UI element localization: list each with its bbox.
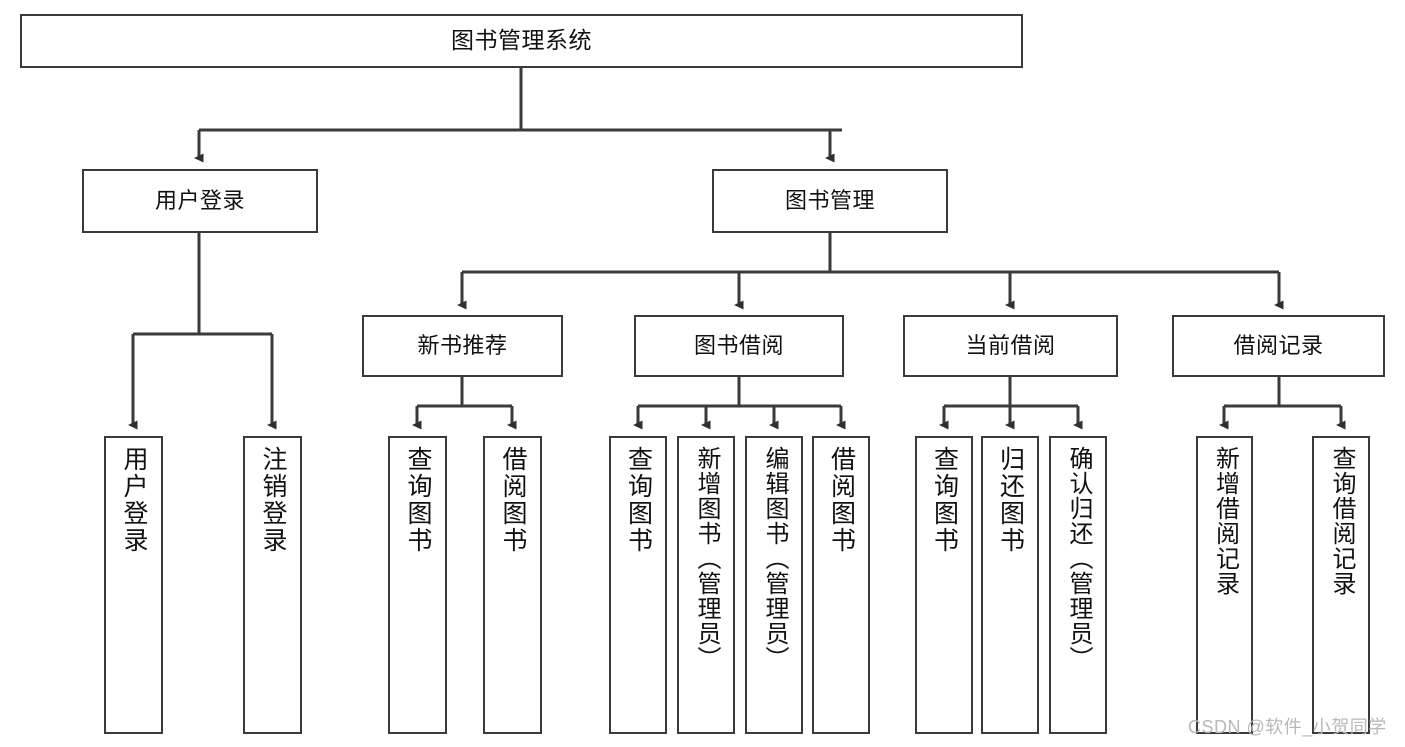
node-leaf-logout-login[interactable]: 注销登录 [243, 436, 302, 734]
node-book-management[interactable]: 图书管理 [712, 169, 948, 233]
node-borrow-record[interactable]: 借阅记录 [1172, 315, 1385, 377]
node-current-borrow-label: 当前借阅 [965, 332, 1056, 358]
node-leaf-add-book[interactable]: 新增图书（管理员） [677, 436, 735, 734]
node-leaf-add-record-label: 新增借阅记录 [1211, 446, 1239, 596]
node-leaf-edit-book[interactable]: 编辑图书（管理员） [745, 436, 803, 734]
node-leaf-query-record[interactable]: 查询借阅记录 [1312, 436, 1370, 734]
node-leaf-borrow-book-2[interactable]: 借阅图书 [812, 436, 870, 734]
node-leaf-query-book-3-label: 查询图书 [930, 446, 959, 554]
node-new-book-recommend[interactable]: 新书推荐 [362, 315, 563, 377]
node-leaf-logout-login-label: 注销登录 [259, 446, 287, 554]
node-leaf-query-book-1-label: 查询图书 [404, 446, 432, 554]
node-leaf-user-login[interactable]: 用户登录 [104, 436, 163, 734]
node-leaf-query-book-2-label: 查询图书 [624, 446, 653, 554]
node-leaf-return-book[interactable]: 归还图书 [981, 436, 1039, 734]
node-leaf-borrow-book-1-label: 借阅图书 [499, 446, 527, 554]
node-root-system[interactable]: 图书管理系统 [20, 14, 1023, 68]
node-borrow-record-label: 借阅记录 [1233, 332, 1324, 358]
node-leaf-return-book-label: 归还图书 [996, 446, 1025, 554]
node-user-login[interactable]: 用户登录 [82, 169, 318, 233]
node-book-management-label: 图书管理 [784, 187, 875, 213]
node-leaf-borrow-book-2-label: 借阅图书 [827, 446, 856, 554]
node-user-login-label: 用户登录 [154, 187, 245, 213]
node-book-borrow[interactable]: 图书借阅 [634, 315, 844, 377]
node-leaf-borrow-book-1[interactable]: 借阅图书 [483, 436, 542, 734]
node-leaf-confirm-return-label: 确认归还（管理员） [1065, 446, 1092, 671]
node-leaf-add-book-label: 新增图书（管理员） [693, 446, 720, 671]
node-root-system-label: 图书管理系统 [451, 27, 592, 54]
node-new-book-recommend-label: 新书推荐 [417, 332, 508, 358]
node-leaf-query-record-label: 查询借阅记录 [1328, 446, 1355, 596]
node-leaf-add-record[interactable]: 新增借阅记录 [1196, 436, 1253, 734]
node-leaf-user-login-label: 用户登录 [120, 446, 148, 554]
node-leaf-query-book-1[interactable]: 查询图书 [388, 436, 447, 734]
node-current-borrow[interactable]: 当前借阅 [903, 315, 1118, 377]
node-leaf-query-book-2[interactable]: 查询图书 [609, 436, 667, 734]
node-leaf-edit-book-label: 编辑图书（管理员） [761, 446, 788, 671]
csdn-watermark: CSDN @软件_小贺同学 [1188, 717, 1387, 737]
node-leaf-query-book-3[interactable]: 查询图书 [915, 436, 973, 734]
node-leaf-confirm-return[interactable]: 确认归还（管理员） [1049, 436, 1107, 734]
node-book-borrow-label: 图书借阅 [693, 332, 784, 358]
